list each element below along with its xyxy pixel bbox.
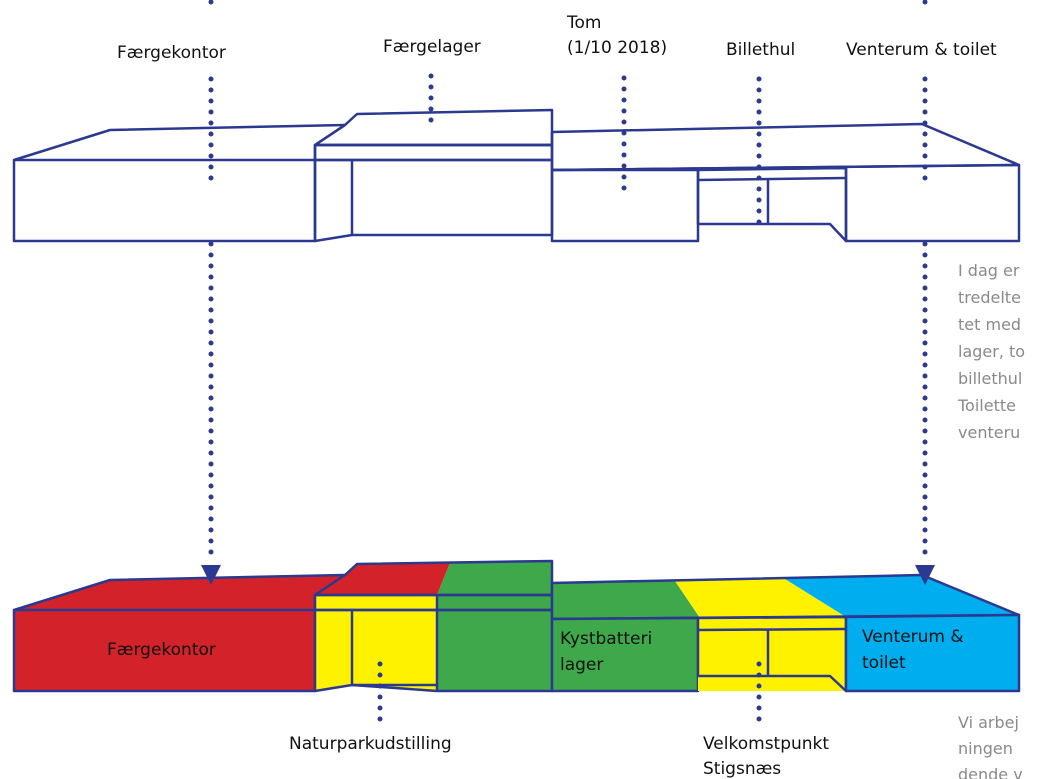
current-faergelager-band [313,143,554,162]
planned-velkomst-fill [698,617,846,691]
label-velkomstpunkt: Velkomstpunkt [703,734,829,754]
note-today-line: tredelte [958,288,1021,307]
note-today-line: billethul [958,369,1022,388]
arrow-head-right [915,565,935,585]
note-work-line: dende v [958,765,1023,779]
note-today: I dag er tredelte tet med lager, to bill… [957,261,1025,442]
label-tom: Tom [566,13,601,33]
current-faergelager-front [313,158,554,243]
building-planned [12,559,1021,693]
note-today-line: lager, to [958,342,1025,361]
planned-kystbatteri-fill [552,618,698,691]
label-kystbatteri-lager: lager [560,655,603,675]
note-today-line: tet med [958,315,1021,334]
planned-roof-right-green [552,581,700,619]
arrow-head-left [201,565,221,585]
planned-faergekontor-fill [14,575,345,691]
label-venterum-planned: Venterum & [862,627,964,647]
leader-lines [201,0,935,723]
current-tom-block [550,168,700,243]
building-current [12,108,1021,243]
planned-roof-right-yellow [675,579,846,618]
label-faergekontor-top: Færgekontor [117,43,226,63]
planned-velkomst-outline [696,615,848,693]
top-labels: Færgekontor Færgelager Tom (1/10 2018) B… [117,13,997,63]
note-work-line: Vi arbej [958,713,1019,732]
label-faergekontor-planned: Færgekontor [107,640,216,660]
label-tom-date: (1/10 2018) [567,38,667,58]
current-right-roof [550,122,1021,172]
planned-venterum-outline [844,613,1021,693]
planned-velkomst-line [697,627,847,632]
current-billethul-line [697,176,847,182]
label-naturparkudstilling: Naturparkudstilling [289,734,452,754]
note-work-line: ningen [958,739,1013,758]
planned-green-left-fill [437,595,552,691]
label-toilet-planned: toilet [862,653,906,673]
note-work: Vi arbej ningen dende v [958,713,1023,779]
current-billethul-recess [696,166,848,243]
planned-labels: Færgekontor Kystbatteri lager Venterum &… [107,627,964,779]
note-today-line: venteru [958,423,1020,442]
planned-roof-right-blue [785,575,1019,617]
note-today-line: I dag er [958,261,1020,280]
planned-venterum-fill [846,615,1019,691]
note-today-line: Toilette [957,396,1016,415]
current-faergelager-roof [313,108,554,147]
label-faergelager: Færgelager [383,37,481,57]
planned-roof-red [315,563,450,595]
label-kystbatteri: Kystbatteri [560,629,652,649]
current-faergekontor-block [12,123,347,243]
planned-roof-green [437,561,552,595]
label-venterum-toilet-top: Venterum & toilet [846,40,997,60]
label-billethul: Billethul [726,40,795,60]
label-stigsnaes: Stigsnæs [703,759,781,779]
planned-band-yellow [315,595,437,610]
planned-naturpark-fill [315,610,437,691]
